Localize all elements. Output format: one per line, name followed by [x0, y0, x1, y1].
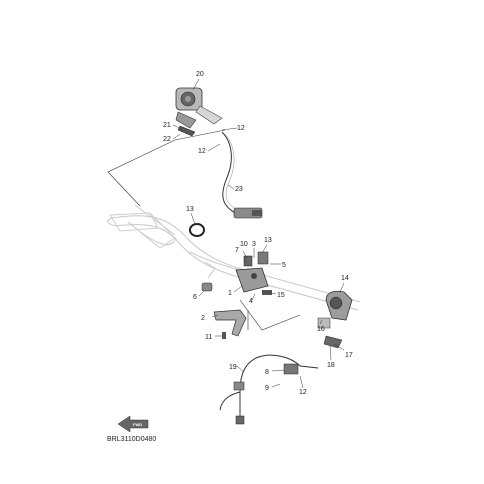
callout-2: 2 — [201, 315, 205, 322]
callout-23: 23 — [235, 186, 243, 193]
callout-13-upper: 13 — [186, 206, 194, 213]
part-6-switch — [201, 282, 213, 292]
callout-17: 17 — [345, 352, 353, 359]
callout-4: 4 — [249, 298, 253, 305]
callout-12-mid: 12 — [198, 148, 206, 155]
callout-10: 10 — [240, 241, 248, 248]
front-arrow-icon: FWD — [117, 415, 149, 433]
callout-21: 21 — [163, 122, 171, 129]
callout-9: 9 — [265, 385, 269, 392]
diagram-code: BRL3110D0480 — [107, 436, 156, 443]
part-20-switch-housing — [175, 87, 223, 129]
part-19-end-connector — [233, 381, 245, 425]
callout-12-top: 12 — [237, 125, 245, 132]
part-23-connector — [233, 207, 263, 219]
part-8-connector — [283, 363, 299, 375]
callout-1: 1 — [228, 290, 232, 297]
callout-20: 20 — [196, 71, 204, 78]
callout-13-lower: 13 — [264, 237, 272, 244]
throttle-grip-ghost — [109, 212, 176, 249]
callout-14: 14 — [341, 275, 349, 282]
part-13-ring — [189, 223, 205, 237]
callout-8: 8 — [265, 369, 269, 376]
callout-7: 7 — [235, 247, 239, 254]
handlebar-ghost — [107, 204, 361, 311]
callout-19: 19 — [229, 364, 237, 371]
part-21-clamp — [177, 125, 196, 137]
callout-3: 3 — [252, 241, 256, 248]
front-arrow-text: FWD — [133, 422, 142, 427]
part-2-lever — [213, 309, 247, 337]
part-11-bolt — [222, 332, 226, 339]
callout-18: 18 — [327, 362, 335, 369]
callout-5: 5 — [282, 262, 286, 269]
callout-labels: 20 21 22 12 12 23 13 7 10 3 13 5 6 1 4 1… — [163, 71, 353, 396]
callout-11: 11 — [205, 334, 212, 341]
part-17-clamp — [323, 335, 343, 349]
callout-6: 6 — [193, 294, 197, 301]
central-switch-cluster — [235, 251, 272, 295]
part-14-switch-housing — [317, 290, 353, 329]
relation-lines — [107, 129, 301, 331]
part-23-cable — [221, 131, 253, 216]
callout-16: 16 — [317, 326, 325, 333]
leader-lines — [172, 78, 345, 389]
callout-15: 15 — [277, 292, 285, 299]
callout-22: 22 — [163, 136, 171, 143]
callout-12-bottom: 12 — [299, 389, 307, 396]
